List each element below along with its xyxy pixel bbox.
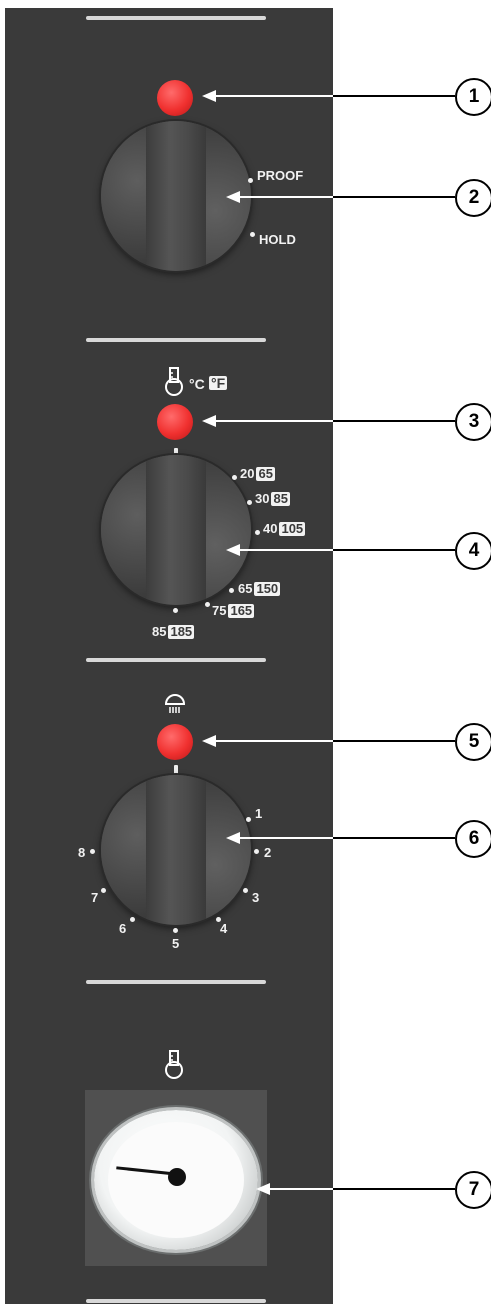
- callout-3: 3: [455, 403, 491, 441]
- callout-7: 7: [455, 1171, 491, 1209]
- humidity-knob[interactable]: [101, 775, 251, 925]
- callout-arrow: [202, 735, 216, 747]
- divider: [86, 1299, 266, 1303]
- callout-line: [333, 740, 455, 742]
- scale-dot: [90, 849, 95, 854]
- scale-dot: [246, 817, 251, 822]
- callout-arrow: [226, 544, 240, 556]
- indicator-lamp-3: [157, 404, 193, 440]
- callout-line: [333, 196, 455, 198]
- scale-dot: [255, 530, 260, 535]
- callout-arrow: [256, 1183, 270, 1195]
- callout-6: 6: [455, 820, 491, 858]
- callout-line: [333, 420, 455, 422]
- indicator-lamp-5: [157, 724, 193, 760]
- callout-5: 5: [455, 723, 491, 761]
- callout-line: [214, 740, 333, 742]
- callout-line: [333, 95, 455, 97]
- gauge-hub: [168, 1168, 186, 1186]
- callout-arrow: [226, 191, 240, 203]
- thermometer-gauge: [94, 1110, 258, 1250]
- scale-dot: [254, 849, 259, 854]
- steam-icon: [164, 694, 186, 713]
- scale-dot: [247, 500, 252, 505]
- thermometer-icon: [165, 1050, 183, 1079]
- scale-dot: [205, 602, 210, 607]
- callout-line: [238, 837, 333, 839]
- humidity-8: 8: [78, 845, 86, 860]
- callout-line: [214, 95, 333, 97]
- scale-dot: [250, 232, 255, 237]
- callout-1: 1: [455, 78, 491, 116]
- scale-dot: [130, 917, 135, 922]
- callout-line: [214, 420, 333, 422]
- indicator-lamp-1: [157, 80, 193, 116]
- callout-4: 4: [455, 532, 491, 570]
- humidity-4: 4: [220, 921, 228, 936]
- callout-arrow: [202, 415, 216, 427]
- thermometer-icon: [165, 367, 183, 396]
- knob-marker: [174, 765, 178, 781]
- scale-dot: [101, 888, 106, 893]
- fahrenheit-label: °F: [209, 375, 228, 391]
- scale-dot: [248, 178, 253, 183]
- hold-label: HOLD: [259, 232, 296, 247]
- scale-dot: [229, 588, 234, 593]
- scale-dot: [232, 475, 237, 480]
- divider: [86, 658, 266, 662]
- humidity-5: 5: [172, 936, 180, 951]
- callout-line: [333, 549, 455, 551]
- proof-label: PROOF: [257, 168, 304, 183]
- callout-line: [238, 196, 333, 198]
- temperature-knob[interactable]: [101, 455, 251, 605]
- callout-arrow: [202, 90, 216, 102]
- celsius-label: °C: [189, 376, 205, 392]
- divider: [86, 338, 266, 342]
- humidity-3: 3: [252, 890, 260, 905]
- humidity-1: 1: [255, 806, 263, 821]
- humidity-2: 2: [264, 845, 272, 860]
- callout-arrow: [226, 832, 240, 844]
- scale-dot: [243, 888, 248, 893]
- callout-line: [268, 1188, 333, 1190]
- scale-dot: [173, 928, 178, 933]
- scale-dot: [216, 917, 221, 922]
- scale-dot: [173, 608, 178, 613]
- humidity-6: 6: [119, 921, 127, 936]
- callout-line: [333, 1188, 455, 1190]
- callout-line: [333, 837, 455, 839]
- divider: [86, 980, 266, 984]
- humidity-7: 7: [91, 890, 99, 905]
- callout-2: 2: [455, 179, 491, 217]
- callout-line: [238, 549, 333, 551]
- divider: [86, 16, 266, 20]
